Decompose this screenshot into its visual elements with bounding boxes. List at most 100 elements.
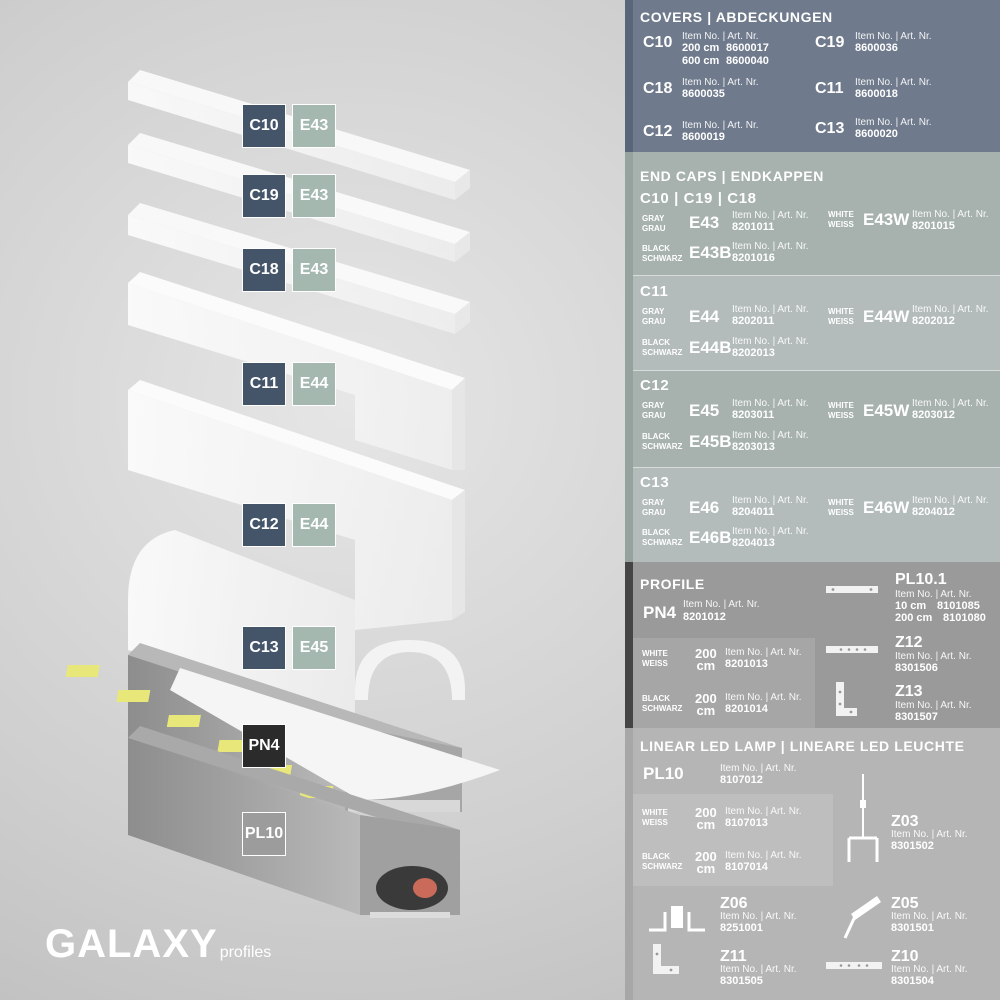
item-label: Item No. | Art. Nr. (912, 304, 989, 315)
logo-wordmark: GALAXY (45, 922, 218, 966)
endcaps-g2-gray-code: E44 (689, 307, 720, 326)
item-label: Item No. | Art. Nr. (720, 964, 797, 975)
item-label: Item No. | Art. Nr. (732, 304, 809, 315)
exploded-profile-illustration: C10 E43 C19 E43 C18 E43 C11 E44 C12 E44 … (45, 70, 500, 966)
endcaps-g2-white-num: 8202012 (912, 315, 955, 327)
item-label: Item No. | Art. Nr. (891, 911, 968, 922)
badge-c10: C10 (242, 104, 286, 148)
endcaps-g2-black-code: E44B (689, 338, 732, 357)
profile-pn4-num: 8201012 (683, 611, 726, 623)
profile-stack-drawing (65, 70, 500, 915)
profile-white-num: 8201013 (725, 658, 768, 670)
item-label: Item No. | Art. Nr. (891, 829, 968, 840)
profile-section: PROFILE PN4 Item No. | Art. Nr. 8201012 … (625, 562, 1000, 728)
item-label: Item No. | Art. Nr. (895, 651, 972, 662)
covers-c13-num: 8600020 (855, 128, 898, 140)
white-label-en: WHITE (828, 401, 854, 410)
white-label-en: WHITE (828, 210, 854, 219)
endcaps-g2-white-code: E44W (863, 307, 910, 326)
length-unit: cm (696, 658, 716, 673)
led-z03-code: Z03 (891, 813, 919, 830)
white-label-de: WEISS (642, 659, 668, 668)
item-label: Item No. | Art. Nr. (682, 31, 759, 42)
item-label: Item No. | Art. Nr. (725, 692, 802, 703)
item-label: Item No. | Art. Nr. (720, 911, 797, 922)
black-label-en: BLACK (642, 528, 670, 537)
badge-e44: E44 (292, 503, 336, 547)
profile-title: PROFILE (640, 576, 705, 592)
z03-suspension-icon (847, 774, 879, 862)
endcaps-g3-white-code: E45W (863, 401, 910, 420)
item-label: Item No. | Art. Nr. (891, 964, 968, 975)
endcaps-g3-white-num: 8203012 (912, 409, 955, 421)
endcaps-g1-white-code: E43W (863, 210, 910, 229)
endcaps-g4-white-num: 8204012 (912, 506, 955, 518)
item-label: Item No. | Art. Nr. (895, 700, 972, 711)
item-label: Item No. | Art. Nr. (732, 336, 809, 347)
gray-label-en: GRAY (642, 401, 665, 410)
endcaps-g3-gray-code: E45 (689, 401, 720, 420)
item-label: Item No. | Art. Nr. (682, 77, 759, 88)
endcaps-g3-title: C12 (640, 377, 670, 394)
badge-e44: E44 (292, 362, 336, 406)
covers-c12-code: C12 (643, 123, 673, 140)
endcaps-g3-black-code: E45B (689, 432, 732, 451)
endcaps-divider (633, 275, 1000, 276)
covers-c13-code: C13 (815, 120, 845, 137)
profile-variants-band (633, 638, 815, 728)
endcaps-g1-gray-num: 8201011 (732, 221, 775, 233)
endcaps-g4-black-code: E46B (689, 528, 732, 547)
cover-c11-shape (128, 272, 465, 470)
led-z10-code: Z10 (891, 948, 919, 965)
profile-z12-code: Z12 (895, 634, 923, 651)
item-label: Item No. | Art. Nr. (720, 763, 797, 774)
z12-connector-icon (826, 646, 878, 653)
led-z03-num: 8301502 (891, 840, 934, 852)
black-label-en: BLACK (642, 852, 670, 861)
covers-c11-num: 8600018 (855, 88, 898, 100)
length-value: 200 (695, 849, 717, 864)
item-label: Item No. | Art. Nr. (725, 850, 802, 861)
item-label: Item No. | Art. Nr. (732, 430, 809, 441)
covers-c10-num1: 8600017 (726, 42, 769, 54)
endcaps-g4-gray-code: E46 (689, 498, 720, 517)
white-label-en: WHITE (828, 307, 854, 316)
length-value: 200 (695, 805, 717, 820)
white-label-en: WHITE (642, 649, 668, 658)
led-pl10-code: PL10 (643, 764, 684, 783)
z06-mount-icon (649, 906, 705, 932)
cover-c12-shape (128, 380, 465, 630)
covers-section: COVERS | ABDECKUNGEN C10 Item No. | Art.… (625, 0, 1000, 152)
black-label-de: SCHWARZ (642, 442, 683, 451)
length-value: 200 (695, 646, 717, 661)
led-z05-code: Z05 (891, 895, 919, 912)
endcaps-g4-gray-num: 8204011 (732, 506, 775, 518)
white-label-de: WEISS (828, 508, 854, 517)
led-stripe (625, 728, 633, 1000)
black-label-en: BLACK (642, 432, 670, 441)
profile-pl101-num2: 8101080 (943, 612, 986, 624)
badge-pn4: PN4 (242, 724, 286, 768)
profile-z13-code: Z13 (895, 683, 923, 700)
black-label-en: BLACK (642, 338, 670, 347)
item-label: Item No. | Art. Nr. (912, 209, 989, 220)
item-label: Item No. | Art. Nr. (732, 210, 809, 221)
covers-title: COVERS | ABDECKUNGEN (640, 9, 833, 25)
item-label: Item No. | Art. Nr. (732, 398, 809, 409)
endcaps-g4-title: C13 (640, 474, 670, 491)
item-label: Item No. | Art. Nr. (855, 77, 932, 88)
led-section: LINEAR LED LAMP | LINEARE LED LEUCHTE PL… (625, 728, 1000, 1000)
length-unit: cm (696, 861, 716, 876)
covers-stripe (625, 0, 633, 152)
item-label: Item No. | Art. Nr. (732, 241, 809, 252)
led-z06-num: 8251001 (720, 922, 763, 934)
gray-label-en: GRAY (642, 214, 665, 223)
item-label: Item No. | Art. Nr. (912, 398, 989, 409)
white-label-de: WEISS (828, 411, 854, 420)
profile-z12-num: 8301506 (895, 662, 938, 674)
led-z06-code: Z06 (720, 895, 748, 912)
gray-label-en: GRAY (642, 498, 665, 507)
